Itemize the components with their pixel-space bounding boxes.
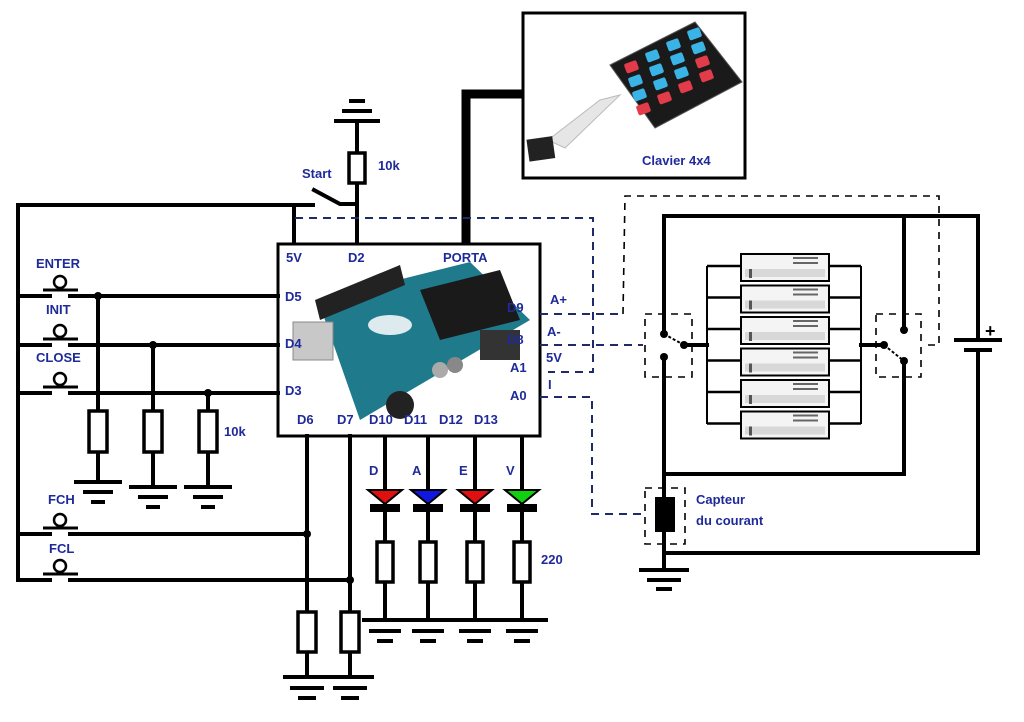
- keypad-key: [666, 38, 681, 52]
- pin-d2: D2: [348, 250, 365, 265]
- linear-actuator: [707, 253, 861, 282]
- keypad-key: [653, 77, 668, 91]
- button-init-label: INIT: [46, 302, 71, 317]
- keypad-key: [649, 63, 664, 77]
- button-fch-label: FCH: [48, 492, 75, 507]
- led-e: E: [455, 436, 495, 643]
- start-resistor-label: 10k: [378, 158, 400, 173]
- pin-d7: D7: [337, 412, 354, 427]
- sensor-label-1: Capteur: [696, 492, 745, 507]
- pin-5v: 5V: [286, 250, 302, 265]
- keypad-key: [699, 69, 714, 83]
- led-resistor-label: 220: [541, 552, 563, 567]
- sensor-label-2: du courant: [696, 513, 764, 528]
- led-a: A: [408, 436, 448, 643]
- keypad-key: [670, 52, 685, 66]
- pin-d3: D3: [285, 383, 302, 398]
- battery-plus: +: [985, 321, 996, 341]
- pin-porta: PORTA: [443, 250, 488, 265]
- button-fcl-label: FCL: [49, 541, 74, 556]
- ground-icon: [184, 485, 232, 509]
- d6-d7-pulldowns: [283, 434, 374, 700]
- pin-d4: D4: [285, 336, 302, 351]
- start-switch[interactable]: [311, 187, 359, 206]
- led-label: A: [412, 463, 422, 478]
- linear-actuator: [707, 284, 861, 314]
- keypad-key: [657, 91, 672, 105]
- left-buttons: ENTER INIT CLOSE FCH FCL: [16, 256, 352, 582]
- keypad-module: Clavier 4x4: [521, 11, 747, 180]
- ground-icon: [129, 485, 177, 509]
- keypad-key: [674, 66, 689, 80]
- keypad-key: [636, 102, 651, 116]
- pulldown-resistors: 10k: [74, 292, 246, 509]
- pin-d6: D6: [297, 412, 314, 427]
- pin-d13: D13: [474, 412, 498, 427]
- pushbutton-fch[interactable]: [43, 512, 78, 530]
- signal-a-minus: A-: [547, 324, 561, 339]
- pin-d8: D8: [507, 332, 524, 347]
- pulldown-label: 10k: [224, 424, 246, 439]
- current-sensor: Capteur du courant: [639, 487, 764, 591]
- start-resistor: [347, 151, 367, 185]
- keypad-key: [695, 55, 710, 69]
- led-v: V: [502, 436, 542, 643]
- led-label: V: [506, 463, 515, 478]
- linear-actuator: [707, 316, 861, 345]
- porta-bus: [461, 89, 523, 245]
- arduino-board: 5V D2 PORTA D5 D4 D3 D6 D7 D10 D11 D12 D…: [276, 242, 542, 438]
- pin-d11: D11: [404, 412, 427, 427]
- keypad-key: [628, 74, 643, 88]
- keypad-image: [526, 21, 743, 162]
- pushbutton-close[interactable]: [43, 371, 78, 389]
- led-d: D: [365, 436, 405, 643]
- start-circuit: 10k Start: [16, 99, 400, 502]
- linear-actuator: [707, 410, 861, 440]
- linear-actuator: [707, 347, 861, 377]
- ground-icon: [74, 480, 122, 504]
- signal-a-plus: A+: [550, 292, 567, 307]
- keypad-key: [624, 60, 639, 74]
- pin-a0: A0: [510, 388, 527, 403]
- keypad-key: [678, 80, 693, 94]
- pushbutton-enter[interactable]: [43, 274, 78, 292]
- keypad-key: [645, 49, 660, 63]
- led-label: D: [369, 463, 378, 478]
- button-enter-label: ENTER: [36, 256, 81, 271]
- pushbutton-fcl[interactable]: [43, 558, 78, 576]
- actuator-circuit: + Capteur du courant: [639, 214, 1002, 591]
- arduino-image: [292, 262, 530, 420]
- pin-a1: A1: [510, 360, 527, 375]
- keypad-key: [632, 88, 647, 102]
- pin-d5: D5: [285, 289, 302, 304]
- pin-d9: D9: [507, 300, 524, 315]
- signal-5v: 5V: [546, 350, 562, 365]
- battery: +: [954, 321, 1002, 352]
- pin-d10: D10: [369, 412, 393, 427]
- pushbutton-init[interactable]: [43, 323, 78, 341]
- keypad-label: Clavier 4x4: [642, 153, 711, 168]
- signal-i: I: [548, 377, 552, 392]
- pin-d12: D12: [439, 412, 463, 427]
- button-close-label: CLOSE: [36, 350, 81, 365]
- start-label: Start: [302, 166, 332, 181]
- led-label: E: [459, 463, 468, 478]
- keypad-key: [687, 27, 702, 41]
- linear-actuator: [707, 379, 861, 408]
- control-signals: A+ A- 5V I: [295, 195, 940, 515]
- keypad-key: [691, 41, 706, 55]
